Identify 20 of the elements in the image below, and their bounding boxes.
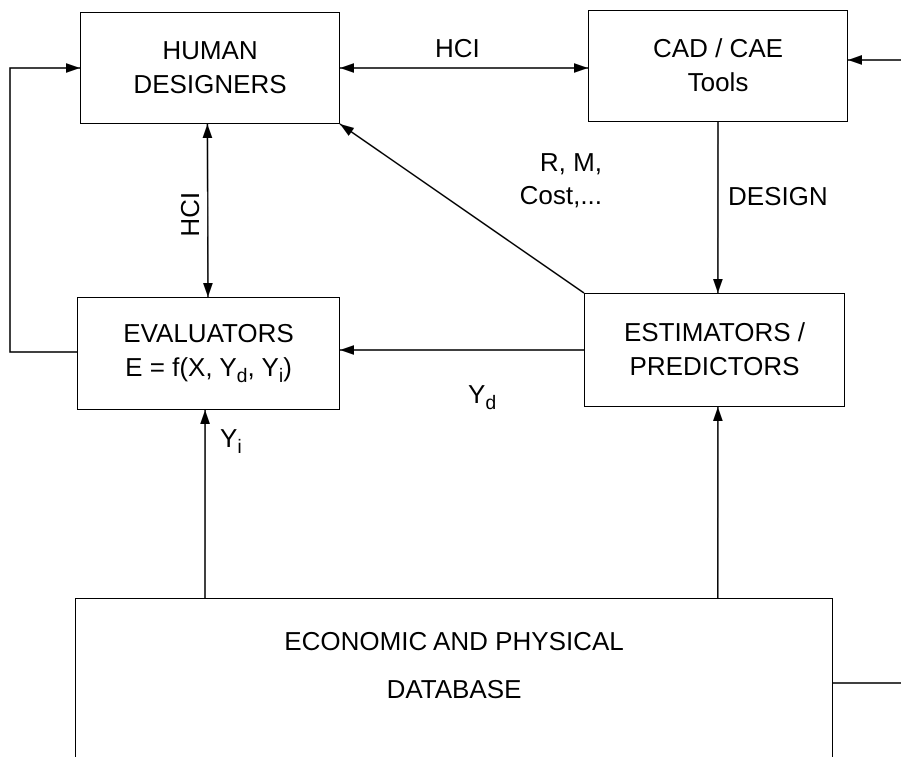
box-label: ESTIMATORS / PREDICTORS xyxy=(622,316,806,383)
box-label: HUMAN DESIGNERS xyxy=(132,34,288,101)
box-label: CAD / CAE Tools xyxy=(652,32,784,99)
arrow xyxy=(340,63,588,73)
arrow xyxy=(712,407,723,598)
process-box xyxy=(75,598,833,757)
box-label: ECONOMIC AND PHYSICAL DATABASE xyxy=(283,625,625,706)
arrow xyxy=(713,122,723,293)
arrow xyxy=(848,55,901,65)
arrow xyxy=(9,63,80,353)
process-box xyxy=(588,10,848,122)
process-box xyxy=(584,293,845,407)
arrow xyxy=(202,124,213,297)
process-box xyxy=(80,12,340,124)
arrow xyxy=(200,410,210,598)
arrow xyxy=(340,123,584,294)
box-label: EVALUATORS xyxy=(122,317,295,350)
arrow xyxy=(340,345,584,355)
process-box xyxy=(77,297,340,410)
box-label: E = f(X, Y$_{d}$, Y$_{i}$) xyxy=(124,351,293,390)
